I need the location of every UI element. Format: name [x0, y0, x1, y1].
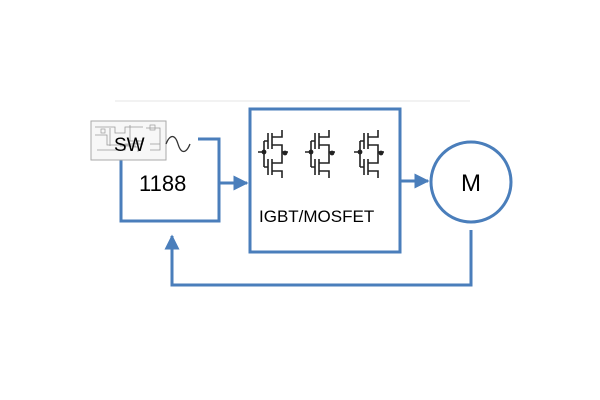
transistor-half-bridge-icon	[354, 130, 384, 178]
feedback-arrow	[164, 230, 473, 287]
motor-block: M	[429, 140, 513, 224]
transistor-half-bridge-icon	[258, 130, 288, 178]
inverter-box	[248, 107, 402, 254]
inverter-label: IGBT/MOSFET	[259, 207, 374, 226]
transistor-bridge-2	[305, 130, 335, 178]
motor-circle	[429, 140, 513, 224]
controller-block: SW 1188	[90, 120, 221, 223]
transistor-bridge-1	[258, 130, 288, 178]
transistor-half-bridge-icon	[305, 130, 335, 178]
controller-label: 1188	[139, 171, 186, 196]
motor-label: M	[461, 170, 481, 197]
inverter-block: IGBT/MOSFET	[248, 107, 402, 254]
controller-box	[119, 137, 221, 223]
transistor-bridge-3	[354, 130, 384, 178]
controller-tag: SW	[114, 135, 145, 156]
sine-wave-icon	[165, 135, 191, 153]
circuit-thumbnail-icon	[90, 120, 167, 161]
